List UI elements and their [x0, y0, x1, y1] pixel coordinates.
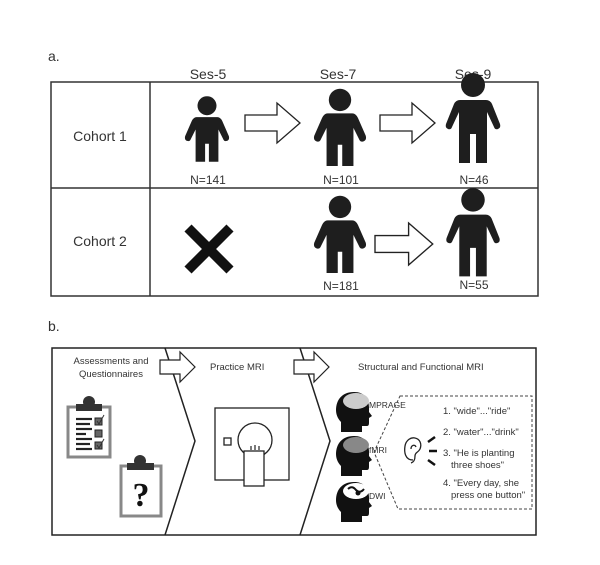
- stimulus-item-4: 4. "Every day, she press one button": [443, 478, 525, 502]
- stage-practice-mri-title: Practice MRI: [210, 362, 265, 373]
- workflow-border: [51, 347, 537, 536]
- chevron-divider-1: [164, 347, 196, 536]
- stimulus-item-3-line2: three shoes": [451, 460, 505, 471]
- arrow-cohort1-ses5-to-ses7: [244, 102, 301, 144]
- stimulus-item-3: 3. "He is planting three shoes": [443, 448, 515, 472]
- stage-assessments-title-line2: Questionnaires: [79, 369, 143, 380]
- figure-cohort2-ses9: [446, 188, 500, 277]
- stimulus-item-1: 1. "wide"..."ride": [443, 406, 511, 417]
- question-clipboard-icon: ?: [119, 455, 163, 518]
- count-cohort1-ses9: N=46: [459, 173, 489, 187]
- stage-assessments-title-line1: Assessments and: [73, 356, 149, 367]
- stimulus-item-4-line1: 4. "Every day, she: [443, 478, 520, 489]
- count-cohort1-ses7: N=101: [323, 173, 359, 187]
- not-collected-x-icon: [184, 224, 234, 274]
- stimulus-item-4-line2: press one button": [451, 490, 526, 501]
- figure-cohort1-ses5: [184, 96, 230, 162]
- count-cohort2-ses9: N=55: [459, 278, 489, 292]
- ear-icon: [404, 437, 422, 464]
- session-header-ses5: Ses-5: [189, 66, 227, 82]
- figure-cohort2-ses7: [313, 195, 367, 273]
- figure-cohort1-ses7: [313, 88, 367, 166]
- cohort-2-label: Cohort 2: [73, 233, 127, 249]
- figure-cohort1-ses9: [445, 73, 501, 163]
- head-fmri-icon: [336, 436, 372, 476]
- stage-structural-functional-title: Structural and Functional MRI: [358, 362, 484, 373]
- cohort-table-border: [50, 81, 539, 297]
- stimulus-item-2: 2. "water"..."drink": [443, 427, 519, 438]
- head-dwi-icon: [336, 482, 372, 522]
- checklist-clipboard-icon: [66, 396, 112, 459]
- stage-assessments-title: Assessments and Questionnaires: [56, 355, 166, 381]
- arrow-cohort1-ses7-to-ses9: [379, 102, 436, 144]
- count-cohort2-ses7: N=181: [323, 279, 359, 293]
- chevron-divider-2: [299, 347, 331, 536]
- head-mprage-icon: [336, 392, 372, 432]
- scan-label-dwi: DWI: [369, 491, 386, 501]
- sound-waves-icon: [427, 435, 437, 467]
- mri-scanner-icon: [214, 407, 290, 487]
- stimulus-dashed-box: [373, 395, 533, 510]
- stimulus-item-3-line1: 3. "He is planting: [443, 448, 515, 459]
- scan-label-fmri: fMRI: [369, 445, 387, 455]
- cohort-1-label: Cohort 1: [73, 128, 127, 144]
- arrow-stage2-to-stage3: [293, 350, 330, 384]
- session-header-ses7: Ses-7: [319, 66, 357, 82]
- cohort-table: [50, 81, 539, 297]
- svg-text:?: ?: [133, 477, 150, 514]
- count-cohort1-ses5: N=141: [190, 173, 226, 187]
- arrow-cohort2-ses7-to-ses9: [374, 222, 434, 266]
- workflow-box: [51, 347, 537, 536]
- scan-label-mprage: MPRAGE: [369, 400, 406, 410]
- panel-b-label: b.: [48, 318, 60, 334]
- panel-a-label: a.: [48, 48, 60, 64]
- arrow-stage1-to-stage2: [159, 350, 196, 384]
